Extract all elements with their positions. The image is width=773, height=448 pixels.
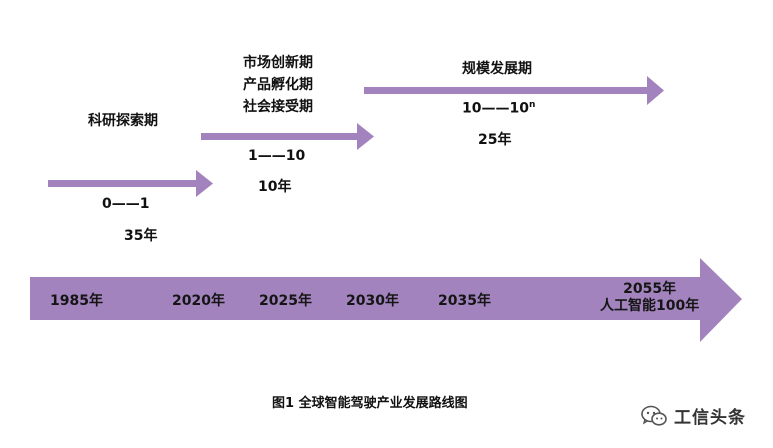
watermark: 工信头条 — [640, 403, 746, 428]
stage-2-phase-line-3: 社会接受期 — [243, 99, 313, 115]
wechat-icon — [641, 405, 667, 426]
timeline-label-2035: 2035年 — [438, 293, 491, 309]
timeline-label-2030: 2030年 — [346, 293, 399, 309]
stage-arrow-3 — [364, 76, 664, 105]
stage-1-phase: 科研探索期 — [88, 110, 158, 132]
figure-caption: 图1 全球智能驾驶产业发展路线图 — [272, 396, 468, 411]
stage-1-range: 0——1 — [102, 196, 150, 212]
timeline-end-year: 2055年 — [623, 281, 677, 297]
stage-arrow-1 — [48, 170, 213, 197]
timeline-label-1985: 1985年 — [50, 293, 103, 309]
timeline-label-2025: 2025年 — [259, 293, 312, 309]
stage-2-phase: 市场创新期 产品孵化期 社会接受期 — [243, 52, 313, 118]
stage-1-phase-line: 科研探索期 — [88, 113, 158, 129]
stage-3-range-base: 10——10 — [462, 100, 529, 117]
stage-3-range: 10——10n — [462, 100, 535, 117]
stage-2-phase-line-2: 产品孵化期 — [243, 77, 313, 93]
stage-3-phase: 规模发展期 — [462, 58, 532, 80]
stage-1-duration: 35年 — [124, 228, 158, 244]
stage-3-phase-line: 规模发展期 — [462, 61, 532, 77]
timeline-end-note: 人工智能100年 — [600, 298, 700, 314]
timeline-label-2020: 2020年 — [172, 293, 225, 309]
timeline-arrow — [30, 258, 742, 342]
stage-arrow-2 — [201, 123, 374, 150]
stage-3-range-exponent: n — [528, 100, 536, 110]
stage-2-phase-line-1: 市场创新期 — [243, 55, 313, 71]
timeline-end-label: 2055年 人工智能100年 — [600, 281, 699, 315]
stage-2-range: 1——10 — [248, 148, 306, 164]
watermark-text: 工信头条 — [674, 408, 746, 428]
stage-2-duration: 10年 — [258, 179, 292, 195]
stage-3-duration: 25年 — [478, 132, 512, 148]
